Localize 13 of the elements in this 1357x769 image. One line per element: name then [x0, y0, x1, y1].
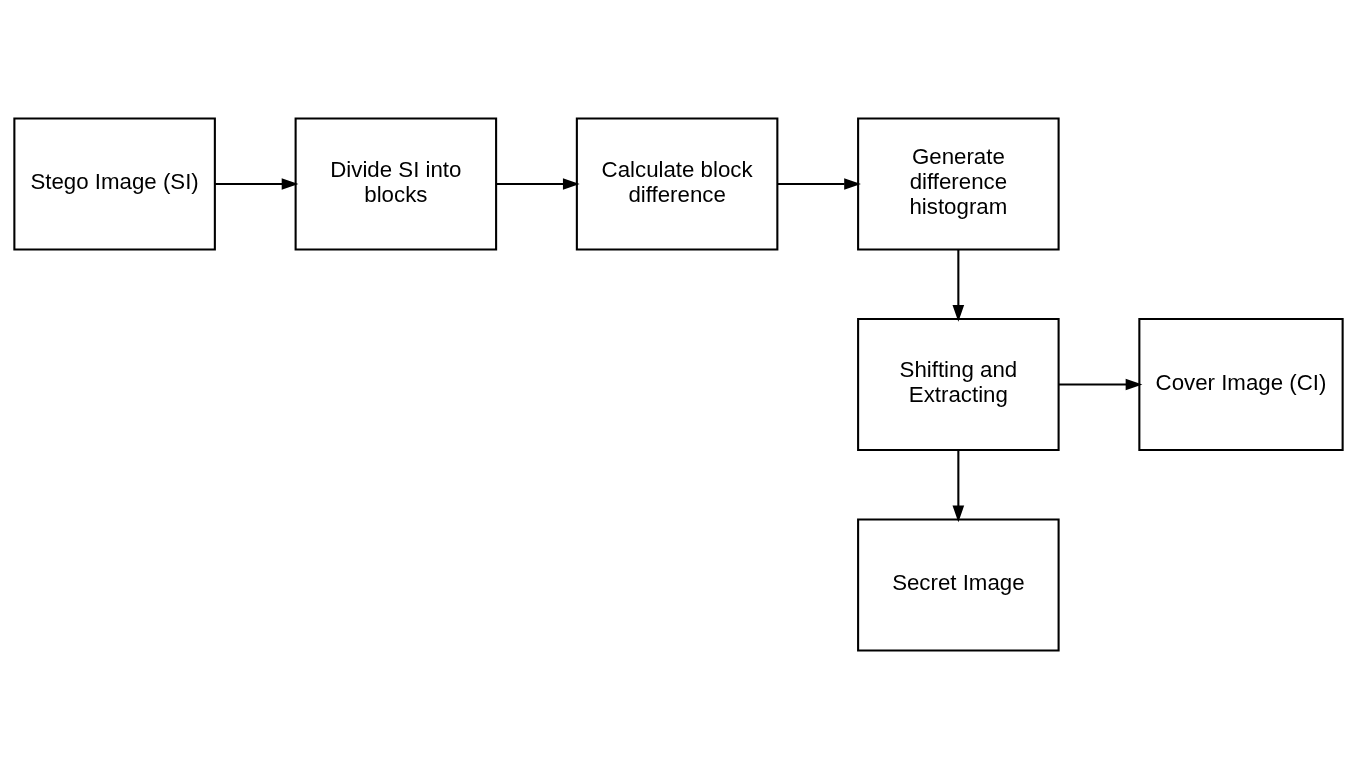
node-box: Generate difference histogram: [857, 117, 1060, 251]
node-box: Shifting and Extracting: [857, 318, 1060, 451]
node-box: Cover Image (CI): [1138, 318, 1344, 451]
arrow: [1058, 378, 1143, 391]
node-box: Secret Image: [857, 518, 1060, 652]
arrow: [215, 178, 299, 190]
arrow: [952, 450, 965, 523]
node-box: Stego Image (SI): [13, 117, 216, 251]
arrow: [952, 249, 965, 322]
arrow: [777, 178, 861, 190]
node-box: Calculate block difference: [575, 117, 779, 251]
node-box: Divide SI into blocks: [294, 117, 498, 251]
arrow: [496, 178, 580, 190]
